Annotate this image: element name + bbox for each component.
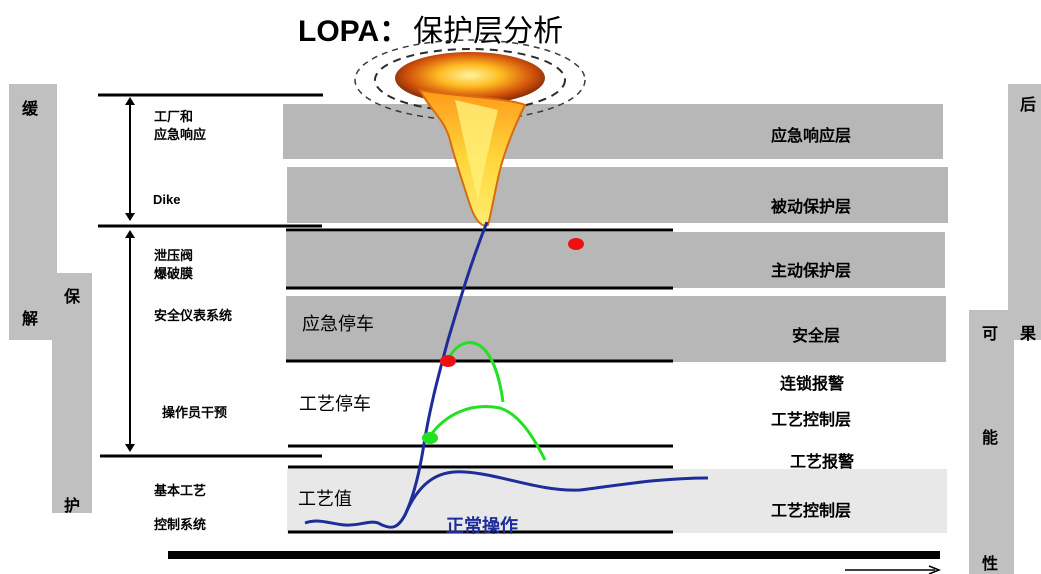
event-dot-alarm [422,432,438,444]
title-latin: LOPA： [298,15,410,48]
band-emergency-response [283,104,943,159]
likelihood-bar [969,310,1014,574]
mitigation-bar [9,84,57,340]
event-dot-active [568,238,584,250]
title-chinese: 保护层分析 [413,14,564,49]
band-active-protection [286,232,945,288]
label-normal-operation: 正常操作 [446,516,518,536]
likelihood-char-1: 可 [982,326,999,343]
label-process-value: 工艺值 [298,489,352,509]
label-bpcs: 基本工艺 控制系统 [154,483,207,532]
time-arrow-head [928,565,942,574]
consequence-char-2: 果 [1020,326,1037,343]
label-safety-layer: 安全层 [792,328,841,345]
mitigation-char-2: 解 [22,311,39,328]
label-process-alarm: 工艺报警 [790,454,855,471]
fire-explosion-icon [354,39,586,227]
recovery-curve-lower [428,405,547,461]
label-interlock-alarm: 连锁报警 [780,376,845,393]
band-passive-protection [287,167,948,223]
consequence-bar [1008,84,1041,340]
label-dike: Dike [153,192,181,207]
consequence-char-1: 后 [1020,97,1037,114]
process-trajectory [304,221,489,529]
label-active-layer: 主动保护层 [771,263,852,280]
normal-operation-curve [403,470,709,516]
band-safety [286,296,946,362]
label-passive-layer: 被动保护层 [771,199,852,216]
event-dot-safety [440,355,456,367]
band-process-control [287,469,947,533]
prevention-bar [52,273,92,513]
page-title: LOPA：保护层分析 [298,6,564,49]
label-process-control-lower: 工艺控制层 [771,503,852,520]
likelihood-char-2: 能 [982,430,999,447]
label-sis: 安全仪表系统 [154,308,233,323]
label-relief-devices: 泄压阀 爆破膜 [154,248,194,281]
recovery-curve-upper [446,341,505,403]
label-plant-emergency: 工厂和 应急响应 [154,109,207,142]
prevention-char-1: 保 [64,289,81,306]
label-operator: 操作员干预 [162,405,228,420]
likelihood-char-3: 性 [982,556,999,573]
label-emergency-shutdown: 应急停车 [302,314,374,334]
label-process-shutdown: 工艺停车 [299,394,371,414]
label-process-control-upper: 工艺控制层 [771,412,852,429]
label-emergency-response-layer: 应急响应层 [771,128,852,145]
mitigation-char-1: 缓 [22,101,39,118]
prevention-char-2: 护 [64,498,81,515]
